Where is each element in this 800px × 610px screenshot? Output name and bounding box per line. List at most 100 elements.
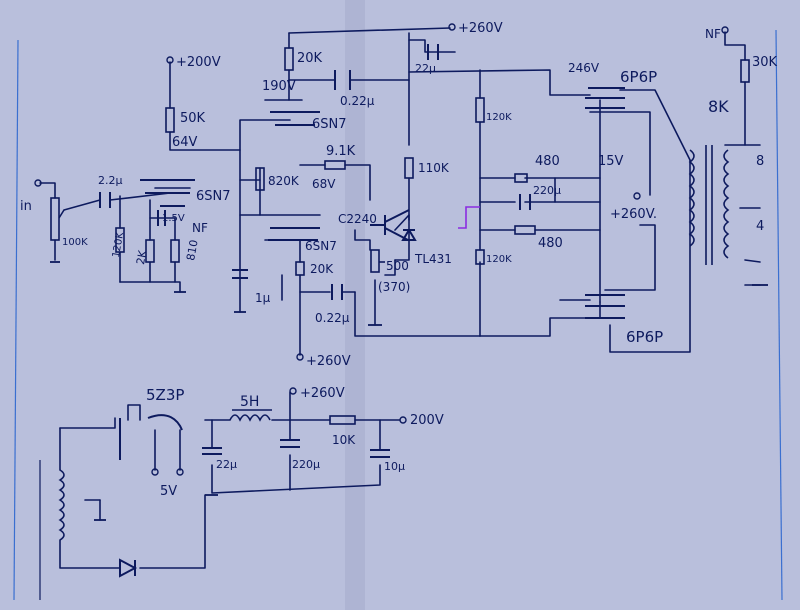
terminal-input	[34, 179, 42, 187]
label-c022-top: 0.22μ	[340, 94, 375, 108]
label-r120k-top: 120K	[486, 112, 512, 123]
resistor-50k	[165, 107, 175, 133]
label-ps-220u: 220μ	[292, 458, 320, 471]
cap-220u-ps	[280, 439, 300, 448]
label-200-left: +200V	[176, 55, 221, 70]
resistor-810	[170, 239, 180, 263]
label-tap-8: 8	[756, 154, 764, 169]
label-260-right: +260V.	[610, 207, 657, 222]
terminal-260-top	[448, 23, 456, 31]
resistor-820k	[255, 167, 265, 191]
zener-tl431	[401, 228, 417, 241]
tube-6sn7-mid-plates	[140, 179, 195, 207]
tube-6sn7-low-plates	[268, 227, 320, 241]
resistor-10k-ps	[329, 415, 356, 425]
resistor-120k-in	[115, 227, 125, 253]
terminal-nf-top	[721, 26, 729, 34]
label-c2240: C2240	[338, 212, 377, 226]
label-6sn7-top: 6SN7	[312, 117, 347, 132]
label-r120k-bot: 120K	[486, 254, 512, 265]
label-ps-10u: 10μ	[384, 460, 405, 473]
cap-022-low	[331, 284, 343, 300]
label-5v: 5V	[160, 484, 177, 499]
annotation-marker	[458, 206, 480, 229]
terminal-ps-260	[289, 387, 297, 395]
resistor-30k	[740, 59, 750, 83]
output-transformer-secondary	[723, 149, 730, 259]
cap-220u	[519, 194, 531, 210]
label-r120k-in: 120K	[111, 231, 126, 259]
label-ps-10k: 10K	[332, 433, 356, 447]
resistor-2k	[145, 239, 155, 263]
tube-6p6p-bot-grids	[585, 294, 625, 319]
cap-10u-ps	[370, 449, 390, 458]
resistor-20k-top	[284, 47, 294, 71]
label-c220u: 220μ	[533, 184, 561, 197]
label-r20k-top: 20K	[297, 51, 323, 66]
label-tl431: TL431	[414, 252, 452, 266]
label-c1u: 1μ	[255, 291, 271, 305]
label-8k: 8K	[708, 97, 729, 116]
label-r9-1k: 9.1K	[326, 144, 356, 159]
label-r100k-in: 100K	[62, 237, 88, 248]
label-r2k: 2K	[134, 249, 149, 266]
terminal-200-left	[166, 56, 174, 64]
label-260-low: +260V	[306, 354, 351, 369]
label-r810: 810	[184, 239, 200, 262]
ruled-line-right	[775, 29, 783, 601]
label-r370: (370)	[378, 280, 410, 294]
resistor-110k	[404, 157, 414, 179]
terminal-260-low	[296, 353, 304, 361]
label-r500: 500	[386, 259, 409, 273]
cap-2-2u-in	[99, 192, 111, 208]
label-6sn7-mid: 6SN7	[196, 189, 231, 204]
power-transformer-winding	[58, 469, 65, 541]
label-5h: 5H	[240, 394, 259, 410]
label-5z3p: 5Z3P	[146, 386, 184, 404]
terminal-5v-a	[151, 468, 159, 476]
label-ps-22u: 22μ	[216, 458, 237, 471]
choke-5h	[229, 414, 271, 422]
grounds	[50, 261, 768, 521]
cap-22u-top	[427, 44, 439, 60]
label-c22u-top: 22μ	[415, 62, 436, 75]
label-in: in	[20, 199, 32, 214]
labels: +260V +200V 20K 190V 0.22μ 22μ 50K 64V 6…	[20, 21, 778, 499]
label-15v-small: 1.5V	[162, 213, 185, 224]
label-nf-top: NF	[705, 27, 721, 41]
transistor-c2240	[370, 209, 410, 241]
label-260-top: +260V	[458, 21, 503, 36]
tube-6sn7-top-plates	[270, 111, 320, 126]
resistors	[50, 47, 750, 425]
label-15v: 15V	[598, 154, 624, 169]
terminal-5v-b	[176, 468, 184, 476]
resistor-120k-bot	[475, 249, 485, 265]
label-c22-in: 2.2μ	[98, 174, 123, 187]
label-nf-mid: NF	[192, 221, 208, 235]
cap-bypass-15v	[157, 210, 166, 226]
tubes	[119, 87, 625, 578]
resistor-480-bot	[514, 225, 536, 235]
output-transformer-core	[705, 145, 713, 265]
label-tap-4: 4	[756, 219, 764, 234]
label-6sn7-low: 6SN7	[305, 239, 337, 253]
resistor-9-1k	[324, 160, 346, 170]
label-246v: 246V	[568, 61, 600, 75]
resistor-20k-low	[295, 261, 305, 276]
terminals	[34, 23, 729, 476]
label-64v: 64V	[172, 135, 198, 150]
label-6p6p-bot: 6P6P	[626, 328, 663, 346]
terminal-260-right	[633, 192, 641, 200]
label-ps-260: +260V	[300, 386, 345, 401]
label-ps-200: 200V	[410, 413, 444, 428]
label-r30k: 30K	[752, 55, 778, 70]
label-190v: 190V	[262, 79, 296, 94]
ruled-line-left	[13, 39, 19, 601]
tube-6p6p-top-grids	[585, 87, 625, 109]
diode-ps	[119, 558, 138, 578]
label-r820k: 820K	[268, 174, 300, 188]
cap-022-top	[334, 70, 351, 90]
label-r20k-low: 20K	[310, 262, 334, 276]
